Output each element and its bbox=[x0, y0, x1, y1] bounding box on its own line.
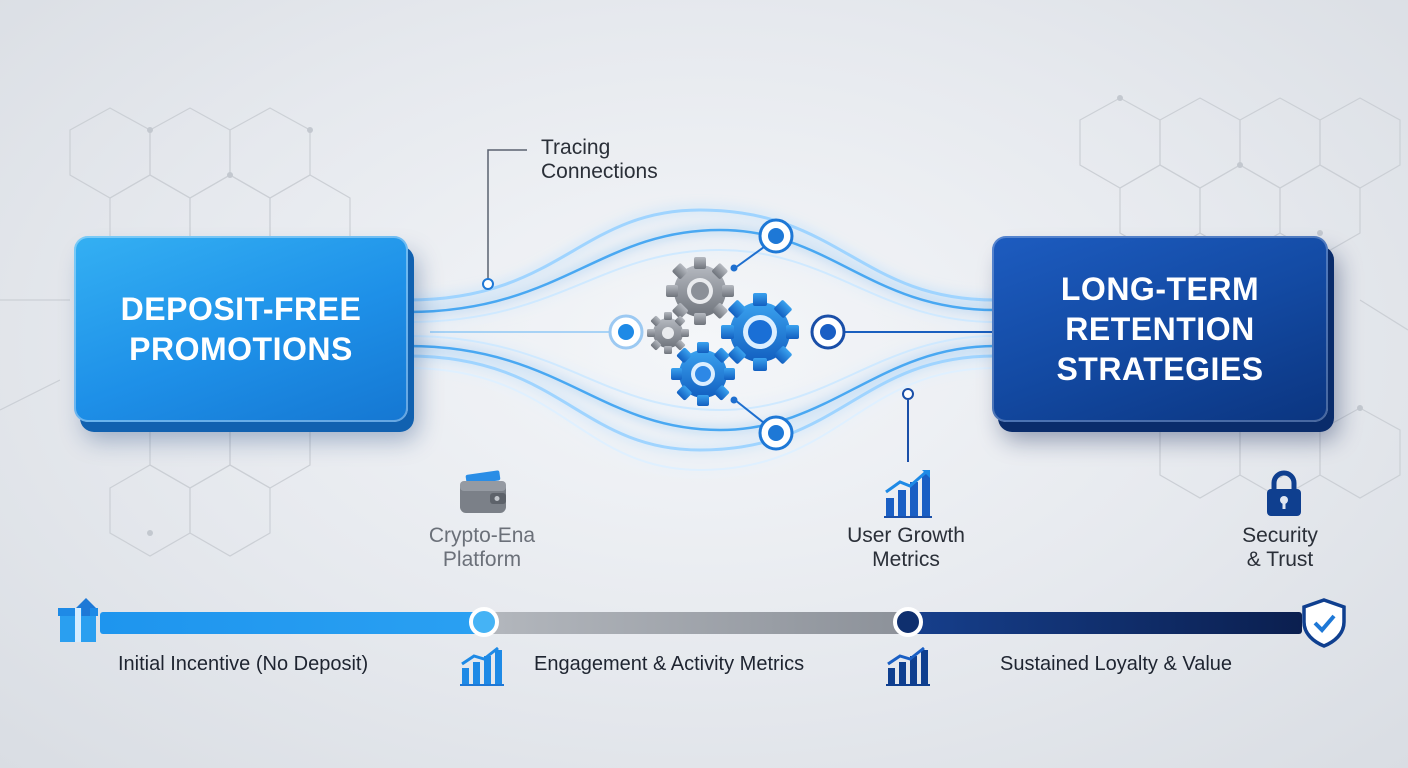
connector-node-right bbox=[810, 314, 846, 350]
growth-label: User Growth Metrics bbox=[847, 524, 965, 571]
left-box-title: DEPOSIT-FREE PROMOTIONS bbox=[120, 291, 362, 367]
timeline-bar bbox=[100, 612, 1302, 634]
wallet-icon bbox=[460, 470, 506, 513]
platform-label: Crypto-Ena Platform bbox=[428, 524, 536, 571]
right-box-title: LONG-TERM RETENTION STRATEGIES bbox=[1056, 271, 1264, 387]
callout-leader-dot bbox=[482, 278, 494, 290]
gift-icon bbox=[58, 598, 98, 642]
lock-icon bbox=[1267, 470, 1301, 516]
long-term-retention-box: LONG-TERM RETENTION STRATEGIES bbox=[992, 236, 1328, 422]
flow-lines bbox=[407, 208, 996, 472]
connector-node-left bbox=[608, 314, 644, 350]
deposit-free-promotions-box: DEPOSIT-FREE PROMOTIONS bbox=[74, 236, 408, 422]
callout-leader-line bbox=[487, 149, 527, 282]
bar-chart-icon bbox=[886, 646, 930, 686]
shield-check-icon bbox=[1302, 598, 1346, 648]
callout-label: Tracing Connections bbox=[541, 136, 658, 183]
timeline-stage-2-label: Engagement & Activity Metrics bbox=[534, 653, 805, 675]
timeline-stage-3-label: Sustained Loyalty & Value bbox=[1000, 653, 1233, 675]
gears-icon bbox=[647, 257, 799, 406]
security-label: Security & Trust bbox=[1242, 524, 1318, 571]
connector-node-bottom bbox=[758, 415, 794, 451]
timeline-marker-2 bbox=[893, 607, 923, 637]
bar-chart-icon bbox=[460, 646, 504, 686]
bar-chart-icon bbox=[884, 470, 932, 518]
connector-node-top bbox=[758, 218, 794, 254]
timeline-stage-1-label: Initial Incentive (No Deposit) bbox=[118, 653, 369, 675]
timeline-marker-1 bbox=[469, 607, 499, 637]
